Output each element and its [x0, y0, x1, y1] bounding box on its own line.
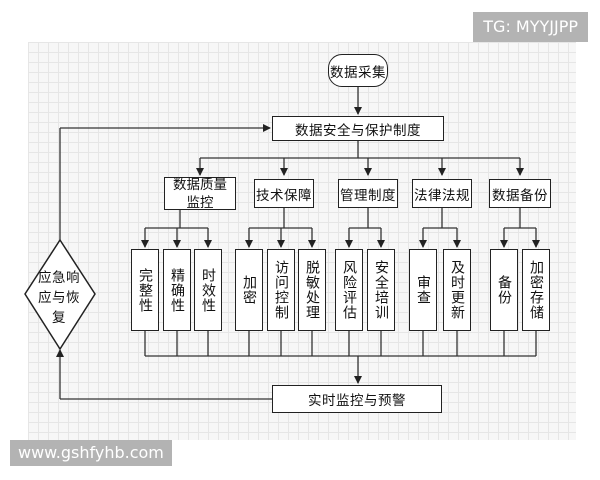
leaf-access-control: 访问控制 [267, 249, 295, 331]
watermark-top: TG: MYYJJPP [473, 12, 588, 42]
leaf-timely-update: 及时更新 [443, 249, 471, 331]
leaf-timeliness: 时效性 [194, 249, 222, 331]
category-node-management: 管理制度 [338, 179, 398, 208]
decision-label: 应急响应与恢复 [38, 270, 80, 326]
leaf-encryption: 加密 [235, 249, 263, 331]
watermark-bottom: www.gshfyhb.com [10, 440, 172, 466]
leaf-accuracy: 精确性 [163, 249, 191, 331]
diagram-canvas [28, 42, 576, 440]
category-node-law: 法律法规 [412, 179, 472, 208]
decision-diamond [24, 238, 96, 351]
category-node-quality: 数据质量监控 [164, 177, 236, 211]
monitor-node: 实时监控与预警 [272, 385, 442, 413]
start-node: 数据采集 [328, 54, 388, 87]
leaf-review: 审查 [409, 249, 437, 331]
policy-node: 数据安全与保护制度 [272, 116, 444, 141]
leaf-risk-assessment: 风险评估 [335, 249, 363, 331]
leaf-security-training: 安全培训 [367, 249, 395, 331]
leaf-encrypted-storage: 加密存储 [522, 249, 550, 331]
leaf-backup: 备份 [490, 249, 518, 331]
category-node-tech: 技术保障 [254, 179, 314, 208]
category-node-backup: 数据备份 [489, 179, 551, 208]
leaf-completeness: 完整性 [131, 249, 159, 331]
leaf-desensitization: 脱敏处理 [298, 249, 326, 331]
